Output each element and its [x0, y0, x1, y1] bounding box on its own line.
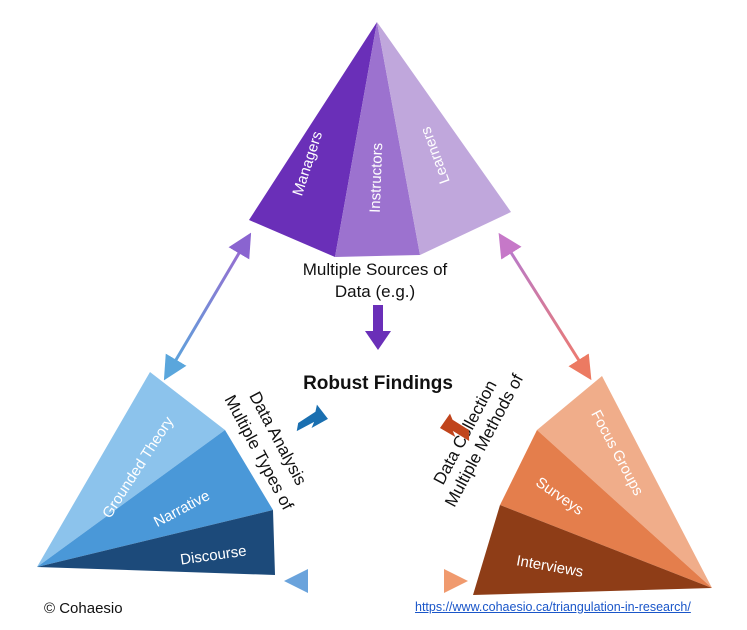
- copyright-text: © Cohaesio: [44, 600, 123, 617]
- segment-surveys: [500, 430, 712, 588]
- segment-managers: [249, 22, 377, 257]
- top-caption-line2: Data (e.g.): [335, 282, 415, 301]
- connector-left-top: [163, 232, 252, 381]
- right-pyramid: Focus Groups Surveys Interviews: [473, 376, 712, 595]
- segment-grounded-theory: [37, 372, 225, 567]
- center-title: Robust Findings: [303, 373, 453, 394]
- top-caption-line1: Multiple Sources of: [303, 260, 448, 279]
- arrow-top-to-center: [365, 305, 391, 350]
- top-pyramid: Managers Instructors Learners: [249, 22, 511, 257]
- segment-discourse: [37, 510, 275, 575]
- segment-learners: [377, 22, 511, 255]
- label-instructors: Instructors: [367, 143, 386, 214]
- connector-top-right: [498, 232, 592, 381]
- segment-interviews: [473, 505, 712, 595]
- arrow-right-to-center: [439, 413, 470, 442]
- source-link[interactable]: https://www.cohaesio.ca/triangulation-in…: [415, 600, 691, 614]
- arrow-left-to-center: [296, 404, 328, 432]
- segment-narrative: [37, 430, 273, 567]
- segment-focus-groups: [537, 376, 712, 588]
- left-pyramid: Grounded Theory Narrative Discourse: [37, 372, 275, 575]
- segment-instructors: [335, 22, 420, 257]
